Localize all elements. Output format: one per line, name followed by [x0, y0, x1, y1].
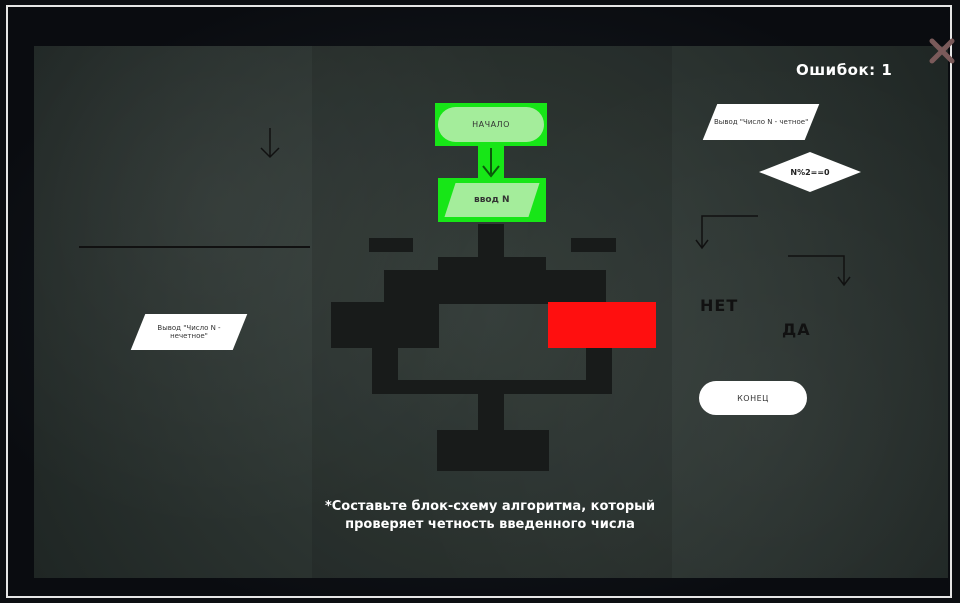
condition-label: N%2==0: [758, 151, 862, 193]
task-description: *Составьте блок-схему алгоритма, который…: [320, 498, 660, 534]
elbow-arrow-left-icon[interactable]: [692, 212, 762, 252]
no-label-block[interactable]: НЕТ: [700, 296, 738, 315]
start-block-label: НАЧАЛО: [438, 107, 544, 142]
down-arrow-icon: [478, 146, 504, 180]
placed-start-block[interactable]: НАЧАЛО: [435, 103, 547, 146]
output-even-block[interactable]: Вывод "Число N - четное": [710, 104, 812, 140]
output-even-shape: Вывод "Число N - четное": [703, 104, 820, 140]
output-odd-shape: Вывод "Число N - нечетное": [131, 314, 248, 350]
errors-counter: Ошибок: 1: [796, 61, 892, 79]
output-even-label: Вывод "Число N - четное": [714, 118, 808, 126]
slot-condition-body: [384, 270, 606, 304]
input-block-label: ввод N: [474, 195, 510, 205]
horizontal-line-piece[interactable]: [79, 246, 310, 248]
down-arrow-icon[interactable]: [258, 126, 282, 160]
slot-merge: [372, 380, 612, 394]
condition-block[interactable]: N%2==0: [758, 151, 862, 193]
end-block[interactable]: КОНЕЦ: [699, 381, 807, 415]
elbow-arrow-right-icon[interactable]: [786, 252, 852, 290]
placed-input-block[interactable]: ввод N: [438, 178, 546, 222]
slot-connector-end: [478, 394, 504, 430]
slot-output-left[interactable]: [331, 302, 439, 348]
input-block-shape: ввод N: [444, 183, 539, 217]
close-icon[interactable]: [927, 36, 957, 66]
slot-end[interactable]: [437, 430, 549, 471]
slot-arrow-right[interactable]: [571, 238, 616, 252]
yes-label-block[interactable]: ДА: [782, 320, 811, 339]
slot-arrow-left[interactable]: [369, 238, 413, 252]
slot-condition[interactable]: [438, 257, 546, 271]
output-odd-block[interactable]: Вывод "Число N - нечетное": [138, 314, 240, 350]
slot-connector: [478, 224, 504, 258]
output-odd-label: Вывод "Число N - нечетное": [138, 324, 240, 340]
slot-output-right-error[interactable]: [548, 302, 656, 348]
